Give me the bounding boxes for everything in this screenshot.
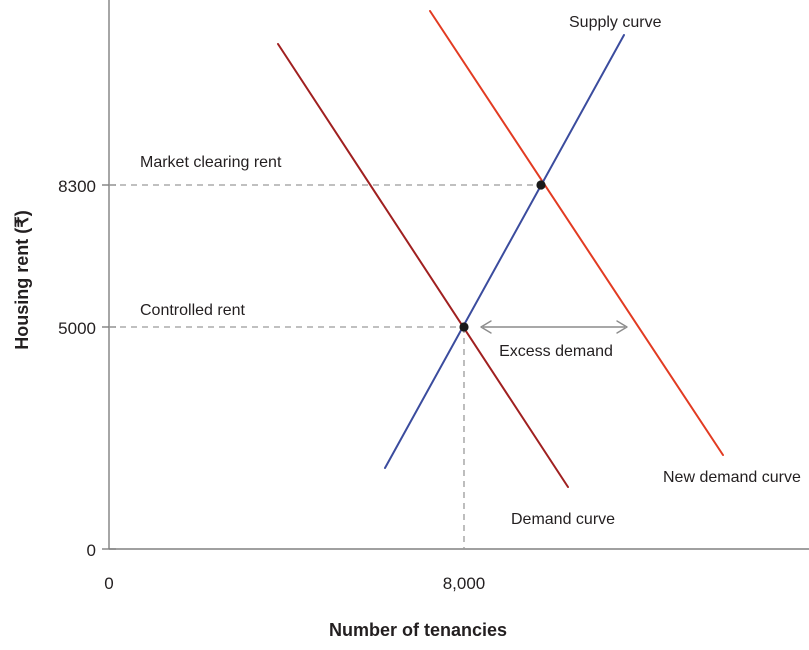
x-tick-label-0: 0 bbox=[104, 574, 113, 593]
y-tick-label-0: 0 bbox=[87, 541, 96, 560]
y-tick-label-8300: 8300 bbox=[58, 177, 96, 196]
x-tick-label-8000: 8,000 bbox=[443, 574, 486, 593]
x-axis-title: Number of tenancies bbox=[329, 620, 507, 640]
demand-curve-label: Demand curve bbox=[511, 511, 615, 528]
new-demand-curve-label: New demand curve bbox=[663, 469, 801, 486]
excess-demand-arrow-head-right bbox=[616, 320, 628, 334]
market-clearing-point-marker bbox=[536, 180, 546, 190]
y-tick-label-5000: 5000 bbox=[58, 319, 96, 338]
demand-curve bbox=[277, 43, 569, 488]
market-clearing-rent-label: Market clearing rent bbox=[140, 154, 282, 171]
supply-curve bbox=[384, 34, 625, 469]
controlled-rent-point-marker bbox=[459, 322, 469, 332]
controlled-rent-label: Controlled rent bbox=[140, 302, 246, 319]
excess-demand-arrow-head-left bbox=[480, 320, 492, 334]
excess-demand-label: Excess demand bbox=[499, 343, 613, 360]
y-axis-title: Housing rent (₹) bbox=[12, 210, 32, 349]
supply-curve-label: Supply curve bbox=[569, 14, 662, 31]
new-demand-curve bbox=[429, 10, 724, 456]
